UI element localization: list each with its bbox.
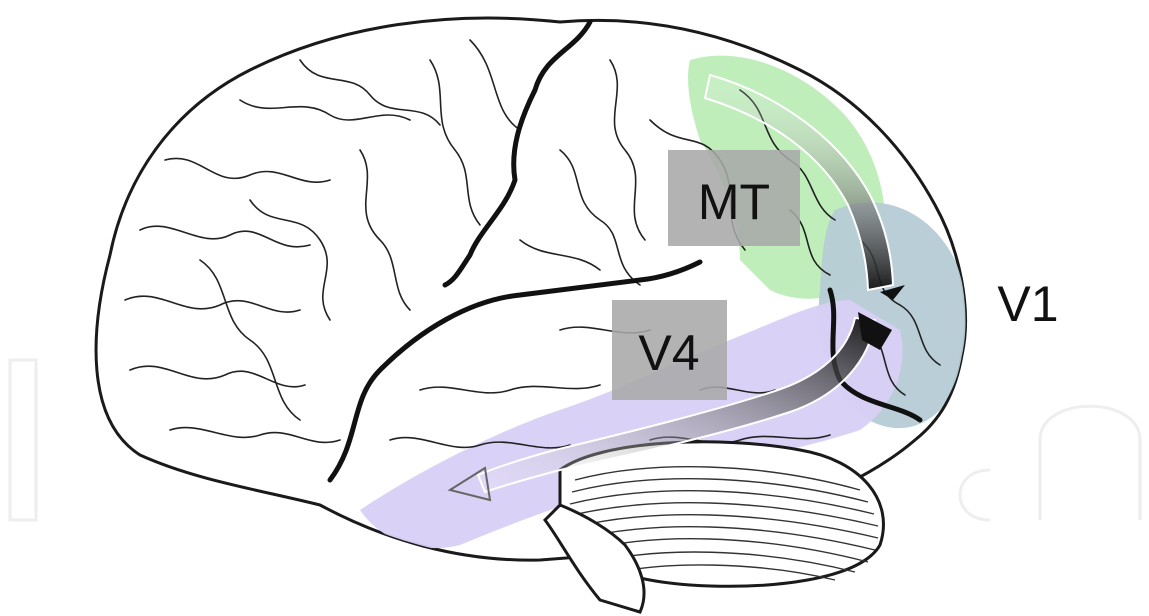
mt-area-label: MT [668,150,800,246]
v4-label-text: V4 [638,325,699,381]
brain-illustration [96,18,966,612]
mt-label-text: MT [698,174,770,230]
v1-label-text: V1 [997,276,1058,332]
v4-area-label: V4 [612,300,727,400]
